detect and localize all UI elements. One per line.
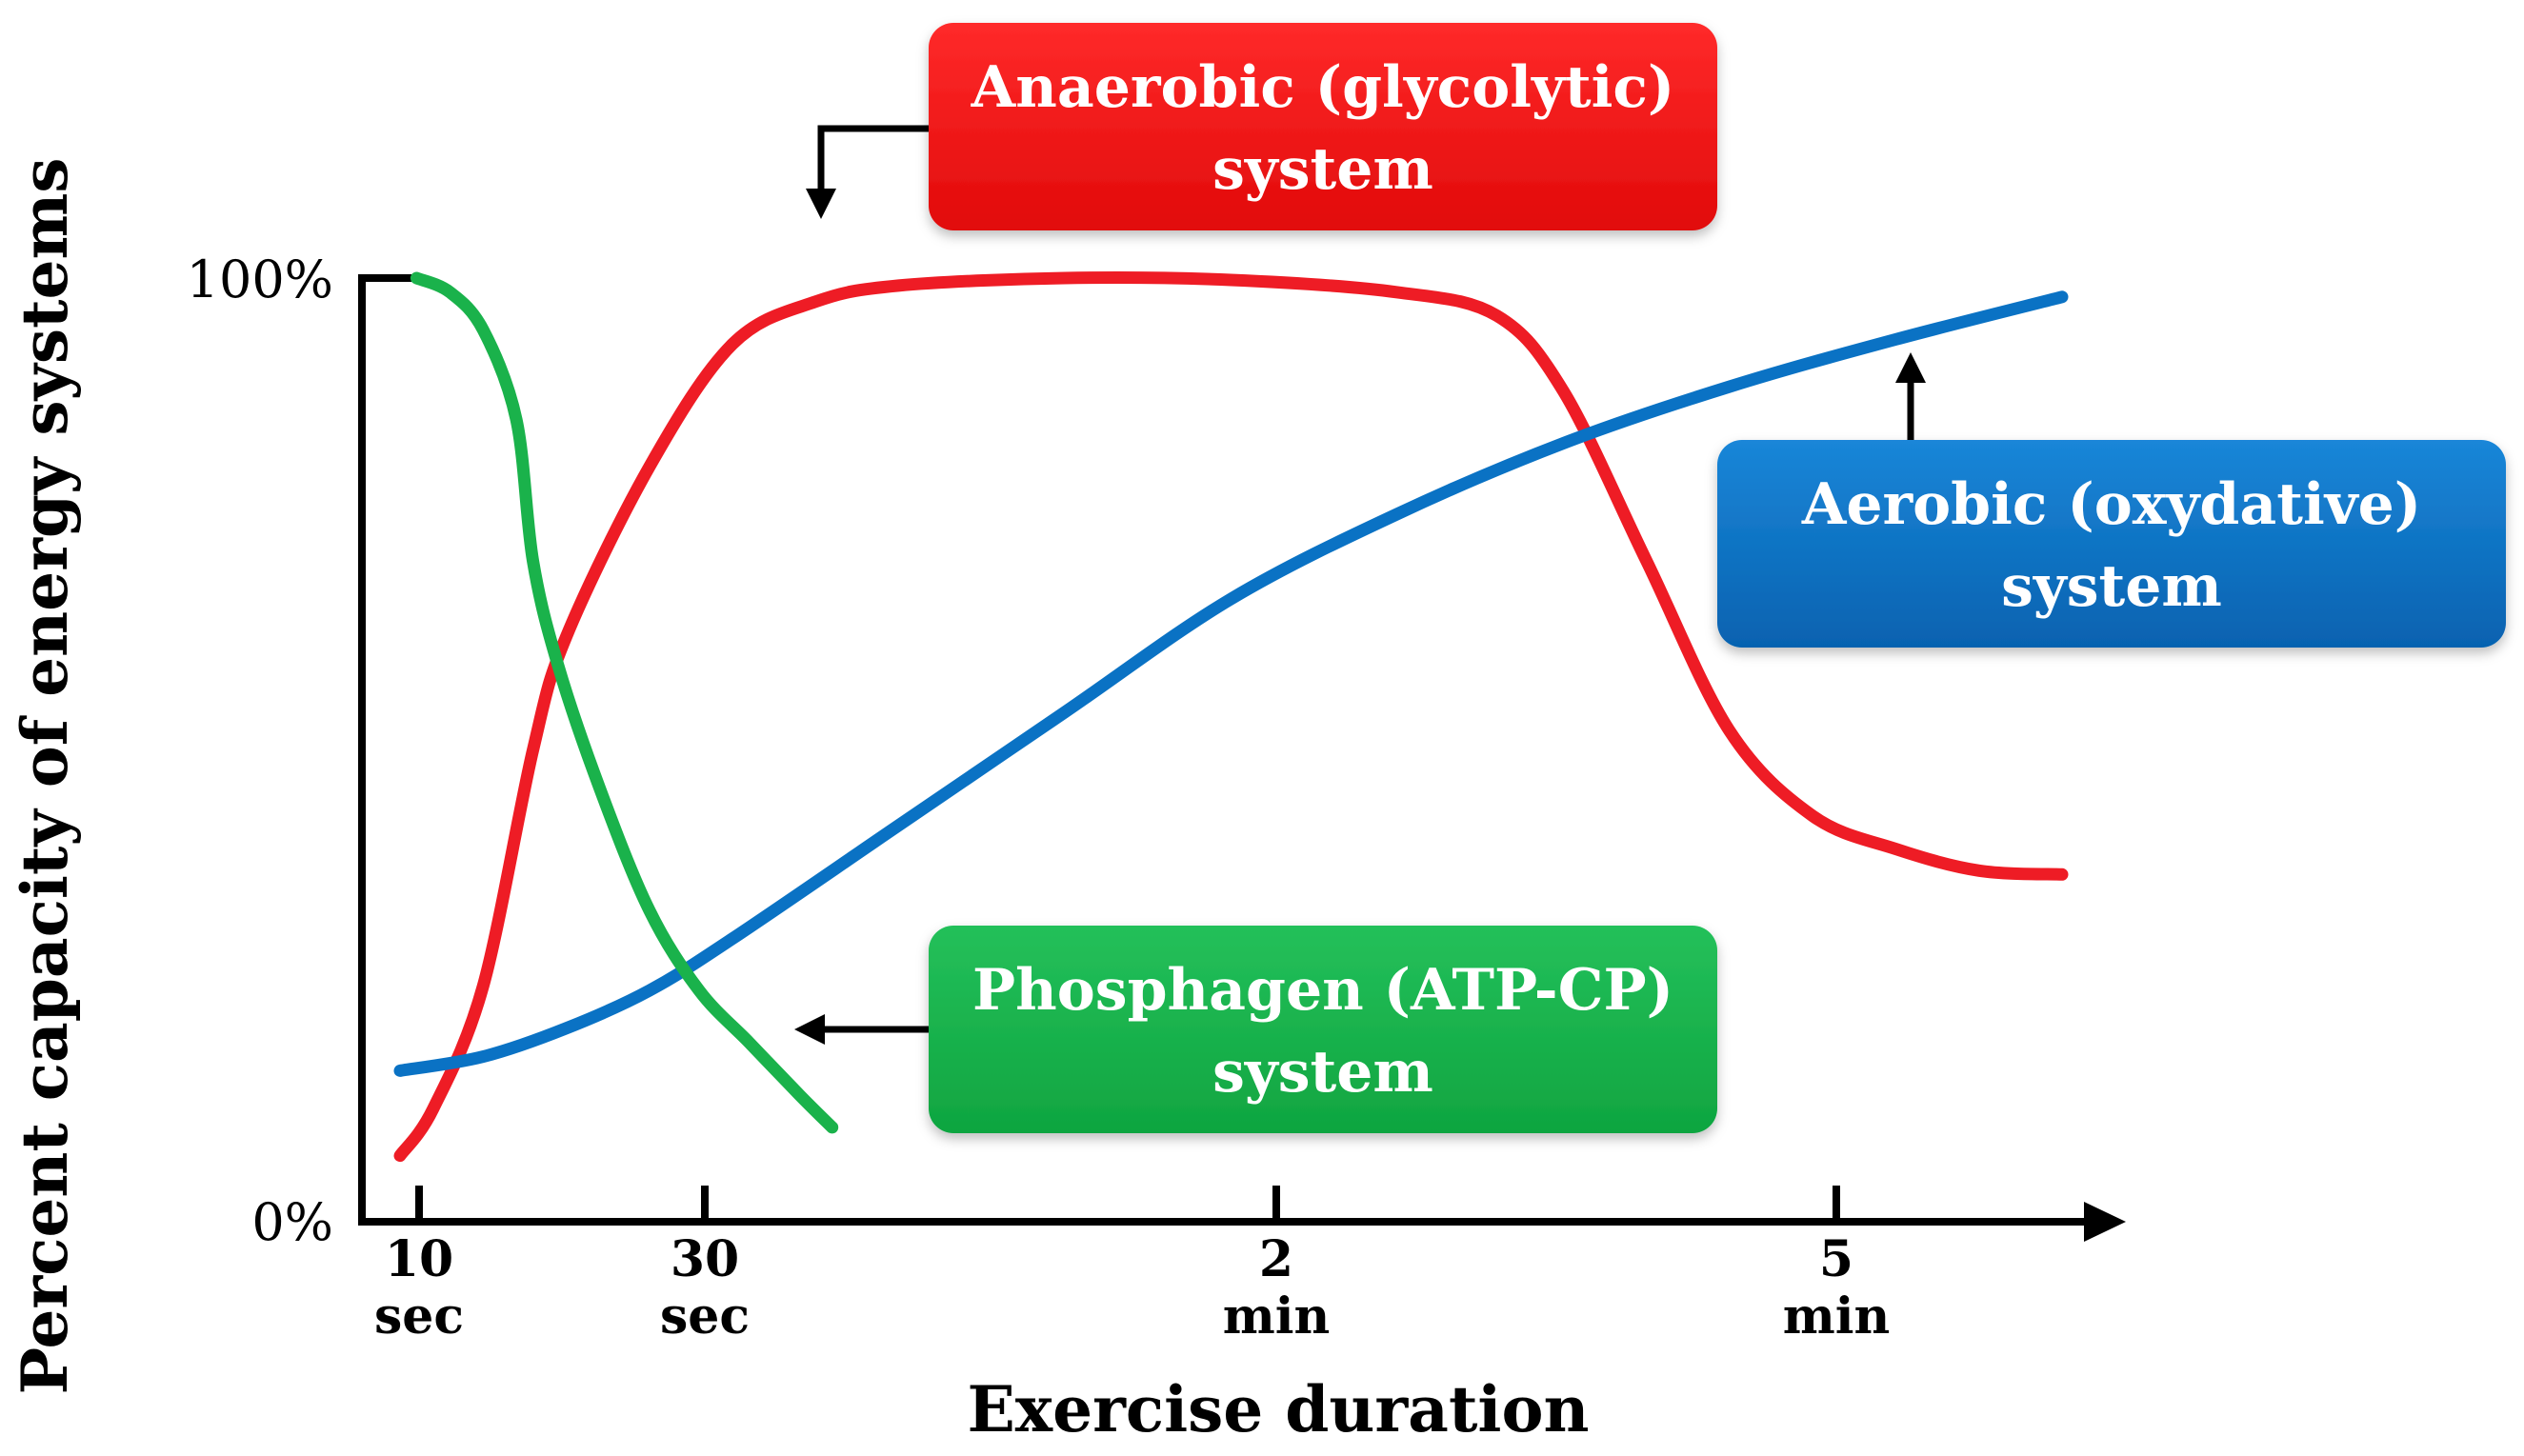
anaerobic-label-line1: Anaerobic (glycolytic) [971, 54, 1675, 121]
x-tick-label-30: 30 [671, 1230, 739, 1288]
phosphagen-curve [410, 271, 839, 1134]
phosphagen-label-line1: Phosphagen (ATP-CP) [972, 957, 1673, 1024]
x-tick-label-2: 2 [1259, 1230, 1293, 1288]
x-axis-arrowhead [2084, 1202, 2126, 1242]
x-axis-title: Exercise duration [967, 1372, 1589, 1446]
x-tick-label-10: 10 [385, 1230, 453, 1288]
anaerobic-label-box [929, 23, 1717, 230]
aerobic-label-box [1717, 440, 2506, 648]
anaerobic-arrow-line [817, 125, 933, 190]
aerobic-label-line1: Aerobic (oxydative) [1801, 471, 2421, 538]
y-axis-title: Percent capacity of energy systems [8, 158, 82, 1395]
x-ticks: 10 sec 30 sec 2 min 5 min [374, 1186, 1890, 1346]
x-tick-sublabel-10: sec [374, 1287, 464, 1346]
axes [358, 274, 2126, 1242]
anaerobic-label-line2: system [1212, 136, 1433, 203]
annotation-arrows [794, 125, 1926, 1045]
phosphagen-label-box [929, 926, 1717, 1133]
anaerobic-label: Anaerobic (glycolytic) system [929, 23, 1717, 230]
y-tick-label-0: 0% [251, 1192, 333, 1252]
aerobic-arrow-head [1895, 352, 1926, 383]
phosphagen-label: Phosphagen (ATP-CP) system [929, 926, 1717, 1133]
aerobic-label: Aerobic (oxydative) system [1717, 440, 2506, 648]
x-tick-label-5: 5 [1819, 1230, 1853, 1288]
x-tick-sublabel-5: min [1783, 1287, 1891, 1346]
series-layer [393, 271, 2069, 1163]
phosphagen-label-line2: system [1212, 1039, 1433, 1106]
x-tick-sublabel-2: min [1223, 1287, 1331, 1346]
aerobic-curve [393, 290, 2069, 1077]
anaerobic-arrow-head [806, 189, 836, 219]
y-ticks: 100% 0% [187, 249, 333, 1252]
y-tick-label-100: 100% [187, 249, 333, 309]
aerobic-label-line2: system [2001, 553, 2222, 620]
phosphagen-arrow-head [794, 1014, 825, 1045]
x-tick-sublabel-30: sec [660, 1287, 750, 1346]
anaerobic-curve [393, 271, 2069, 1163]
